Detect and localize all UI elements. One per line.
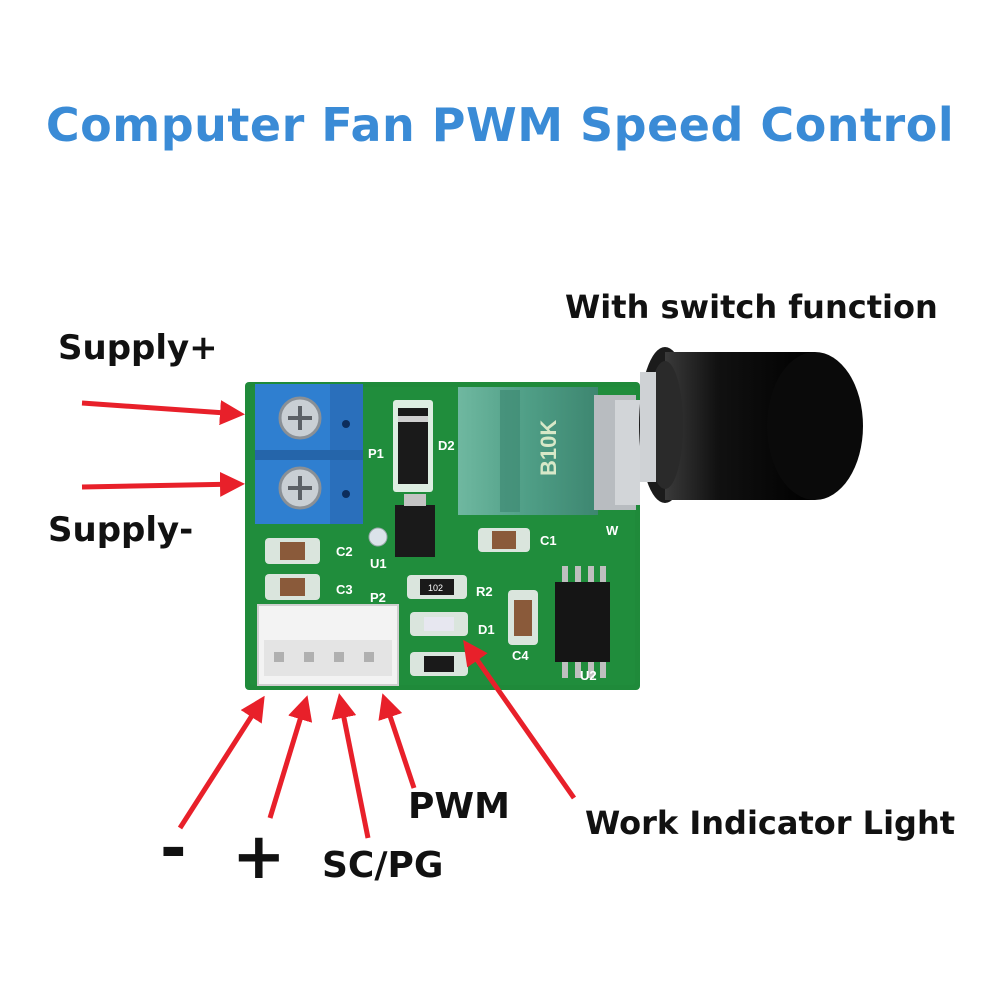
label-work-indicator: Work Indicator Light <box>585 804 956 842</box>
marking-c3: C3 <box>336 582 353 597</box>
smd-components <box>265 528 538 676</box>
screw-terminal <box>255 384 363 524</box>
label-supply-minus: Supply- <box>48 510 194 550</box>
diode-d2 <box>393 400 433 492</box>
marking-p1: P1 <box>368 446 384 461</box>
arrow-plus <box>267 695 313 819</box>
arrow-minus <box>177 695 265 830</box>
knob <box>639 347 863 503</box>
resistor-code: 102 <box>428 583 443 593</box>
label-supply-plus: Supply+ <box>58 328 218 368</box>
fan-connector <box>257 604 399 686</box>
label-plus: + <box>232 820 286 894</box>
marking-d1: D1 <box>478 622 495 637</box>
marking-p2: P2 <box>370 590 386 605</box>
marking-u1: U1 <box>370 556 387 571</box>
callout-arrows <box>81 400 577 839</box>
marking-d2: D2 <box>438 438 455 453</box>
page-title: Computer Fan PWM Speed Control <box>45 98 955 152</box>
arrow-indicator <box>463 639 577 800</box>
marking-w: W <box>606 523 619 538</box>
marking-c4: C4 <box>512 648 529 663</box>
label-switch-function: With switch function <box>565 288 938 326</box>
arrow-pwm <box>378 693 417 789</box>
label-minus: - <box>160 812 187 886</box>
marking-c1: C1 <box>540 533 557 548</box>
marking-c2: C2 <box>336 544 353 559</box>
marking-u2: U2 <box>580 668 597 683</box>
label-sc-pg: SC/PG <box>322 845 444 886</box>
pot-value: B10K <box>536 420 561 476</box>
marking-r2: R2 <box>476 584 493 599</box>
ic-u2 <box>555 566 610 678</box>
potentiometer <box>458 387 640 515</box>
arrow-sc-pg <box>331 693 371 839</box>
arrow-supply-plus <box>81 400 245 426</box>
arrow-supply-minus <box>81 471 245 497</box>
label-pwm: PWM <box>408 786 510 827</box>
regulator-u1 <box>368 494 435 557</box>
